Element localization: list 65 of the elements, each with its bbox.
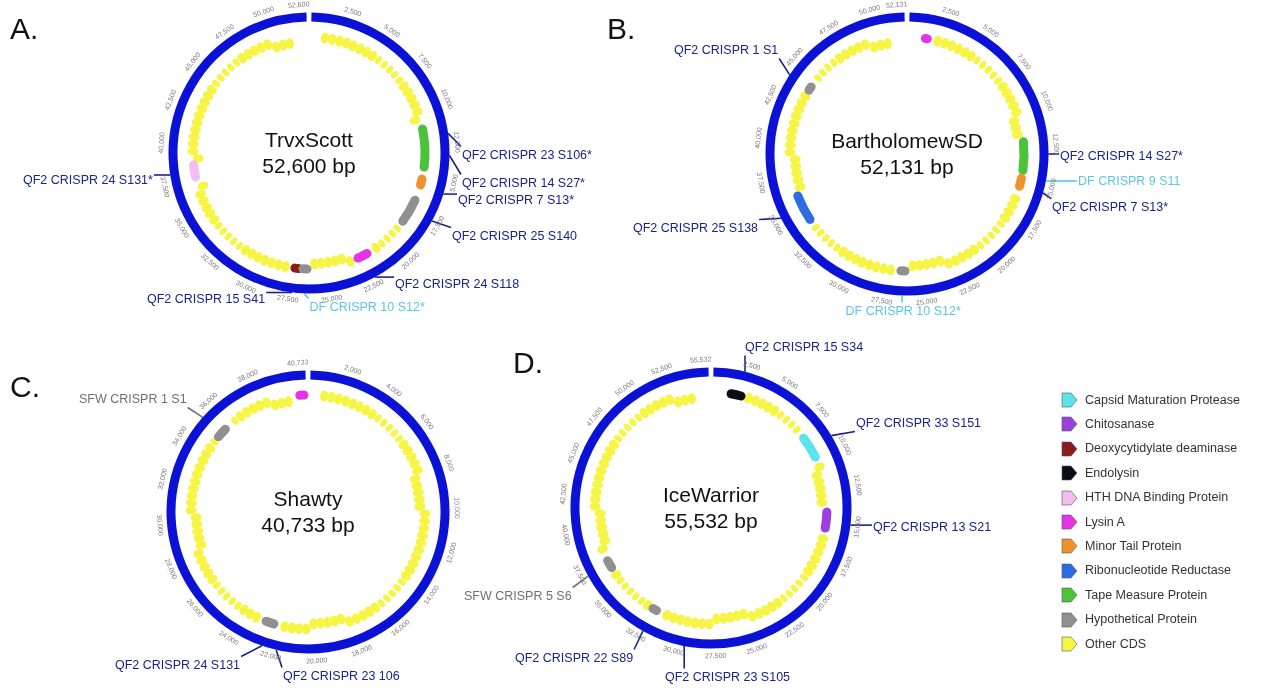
- genome-name: Shawty: [273, 486, 343, 512]
- panel-letter: D.: [513, 346, 543, 380]
- spacer-label: QF2 CRISPR 14 S27*: [462, 175, 585, 191]
- leader-line: [265, 291, 293, 294]
- leader-line: [186, 406, 204, 419]
- leader-line: [901, 294, 903, 304]
- spacer-label: QF2 CRISPR 14 S27*: [1060, 148, 1183, 164]
- legend-label: Chitosanase: [1085, 416, 1155, 432]
- legend-label: Endolysin: [1085, 465, 1140, 481]
- spacer-label: QF2 CRISPR 23 S106*: [462, 147, 592, 163]
- spacer-label: QF2 CRISPR 15 S34: [745, 339, 864, 355]
- leader-line: [778, 57, 791, 76]
- spacer-label: QF2 CRISPR 24 S131*: [23, 172, 153, 188]
- leader-line: [849, 524, 873, 526]
- leader-line: [431, 220, 452, 229]
- spacer-label: QF2 CRISPR 33 S151: [856, 415, 982, 431]
- genome-length: 52,131 bp: [860, 154, 954, 180]
- genome-name: BartholomewSD: [831, 128, 983, 154]
- leader-line: [758, 217, 782, 221]
- leader-line: [633, 630, 644, 651]
- genome-name: TrvxScott: [265, 127, 353, 153]
- leader-line: [448, 154, 462, 176]
- legend-label: Ribonucleotide Reductase: [1085, 563, 1231, 579]
- spacer-label: QF2 CRISPR 24 S131: [115, 657, 241, 673]
- legend-label: Hypothetical Protein: [1085, 612, 1197, 628]
- spacer-label: QF2 CRISPR 22 S89: [515, 650, 634, 666]
- leader-line: [447, 132, 462, 148]
- legend-label: Deoxycytidylate deaminase: [1085, 441, 1238, 457]
- leader-line: [683, 645, 685, 670]
- legend-label: Minor Tail Protein: [1085, 538, 1182, 554]
- spacer-label: QF2 CRISPR 23 106: [283, 668, 400, 684]
- leader-line: [303, 292, 310, 300]
- spacer-label: QF2 CRISPR 13 S21: [873, 519, 992, 535]
- leader-line: [830, 430, 856, 437]
- spacer-label: SFW CRISPR 5 S6: [464, 588, 572, 604]
- panel-letter: B.: [607, 12, 636, 46]
- leader-line: [153, 174, 171, 176]
- leader-line: [744, 354, 746, 373]
- spacer-label: SFW CRISPR 1 S1: [79, 391, 187, 407]
- leader-line: [1045, 180, 1078, 182]
- genome-length: 40,733 bp: [261, 512, 355, 538]
- spacer-label: QF2 CRISPR 7 S13*: [1052, 199, 1168, 215]
- genome-length: 55,532 bp: [664, 508, 758, 534]
- spacer-label: QF2 CRISPR 25 S138: [633, 220, 759, 236]
- legend-label: Lysin A: [1085, 514, 1125, 530]
- leader-line: [240, 645, 263, 658]
- legend-label: Other CDS: [1085, 636, 1147, 652]
- panel-letter: A.: [10, 12, 39, 46]
- spacer-label: QF2 CRISPR 7 S13*: [458, 192, 574, 208]
- legend-label: Capsid Maturation Protease: [1085, 392, 1240, 408]
- spacer-label: QF2 CRISPR 24 S118: [395, 276, 520, 292]
- legend-label: HTH DNA Binding Protein: [1085, 490, 1229, 506]
- leader-line: [275, 649, 283, 669]
- leader-line: [442, 193, 458, 195]
- legend-label: Tape Measure Protein: [1085, 587, 1208, 603]
- genome-name: IceWarrior: [662, 482, 760, 508]
- genome-length: 52,600 bp: [262, 153, 356, 179]
- spacer-label: QF2 CRISPR 1 S1: [674, 42, 779, 58]
- leader-line: [374, 276, 395, 278]
- spacer-label: QF2 CRISPR 23 S105: [665, 669, 791, 685]
- leader-line: [1042, 192, 1052, 200]
- panel-letter: C.: [10, 370, 40, 404]
- leader-line: [571, 575, 589, 589]
- spacer-label: DF CRISPR 9 S11: [1078, 173, 1181, 189]
- spacer-label: QF2 CRISPR 25 S140: [452, 228, 578, 244]
